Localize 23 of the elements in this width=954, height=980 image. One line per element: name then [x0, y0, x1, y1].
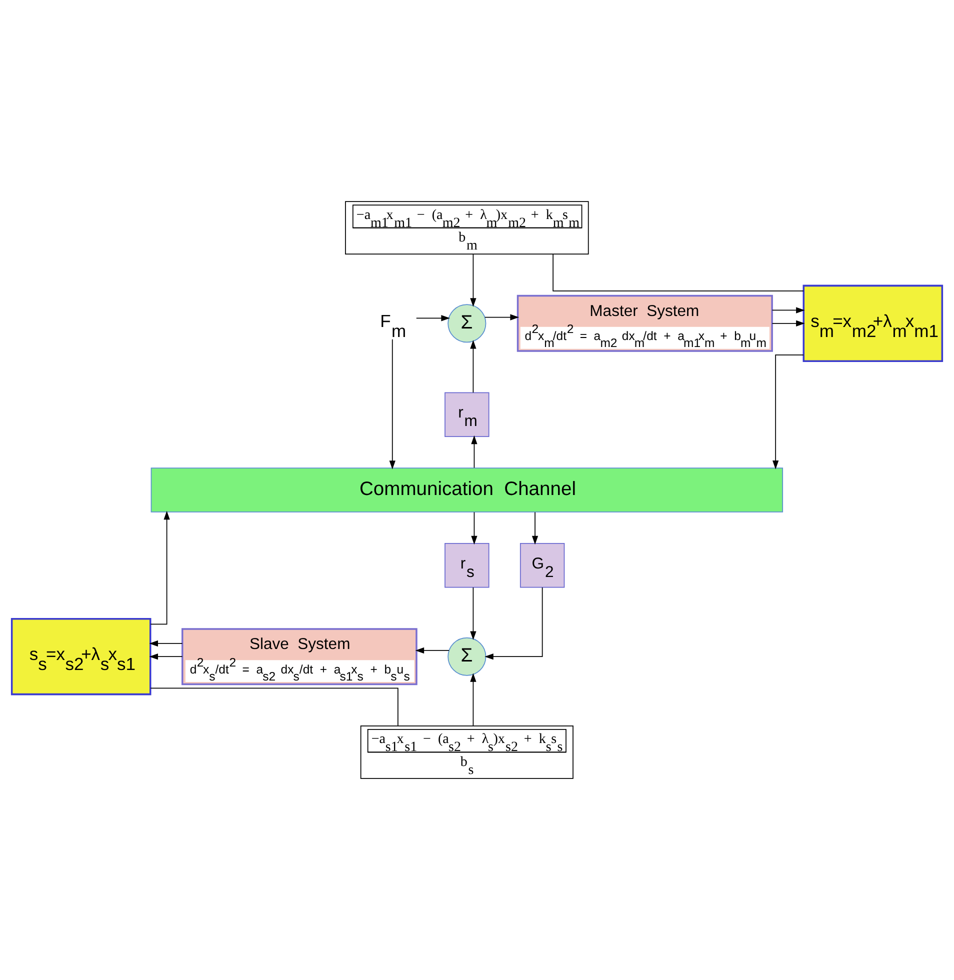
arrow — [484, 587, 543, 660]
arrow — [150, 510, 170, 625]
connector — [552, 254, 804, 292]
arrow — [471, 512, 478, 545]
arrow — [149, 640, 183, 647]
node-box: Communication Channel — [150, 468, 784, 512]
arrow — [416, 315, 450, 322]
arrow — [532, 512, 538, 545]
arrow — [484, 314, 519, 320]
arrow — [470, 340, 476, 393]
node-circle: Σ — [448, 304, 486, 343]
node-circle: Σ — [448, 637, 486, 676]
connector — [150, 688, 398, 726]
arrow — [470, 673, 476, 726]
arrow — [772, 307, 805, 314]
arrow — [415, 647, 450, 654]
arrow — [471, 435, 478, 468]
arrow — [772, 320, 805, 326]
arrow — [149, 654, 183, 660]
arrow — [470, 254, 476, 307]
arrow — [389, 338, 396, 470]
arrow — [772, 354, 804, 470]
arrow — [470, 587, 476, 640]
